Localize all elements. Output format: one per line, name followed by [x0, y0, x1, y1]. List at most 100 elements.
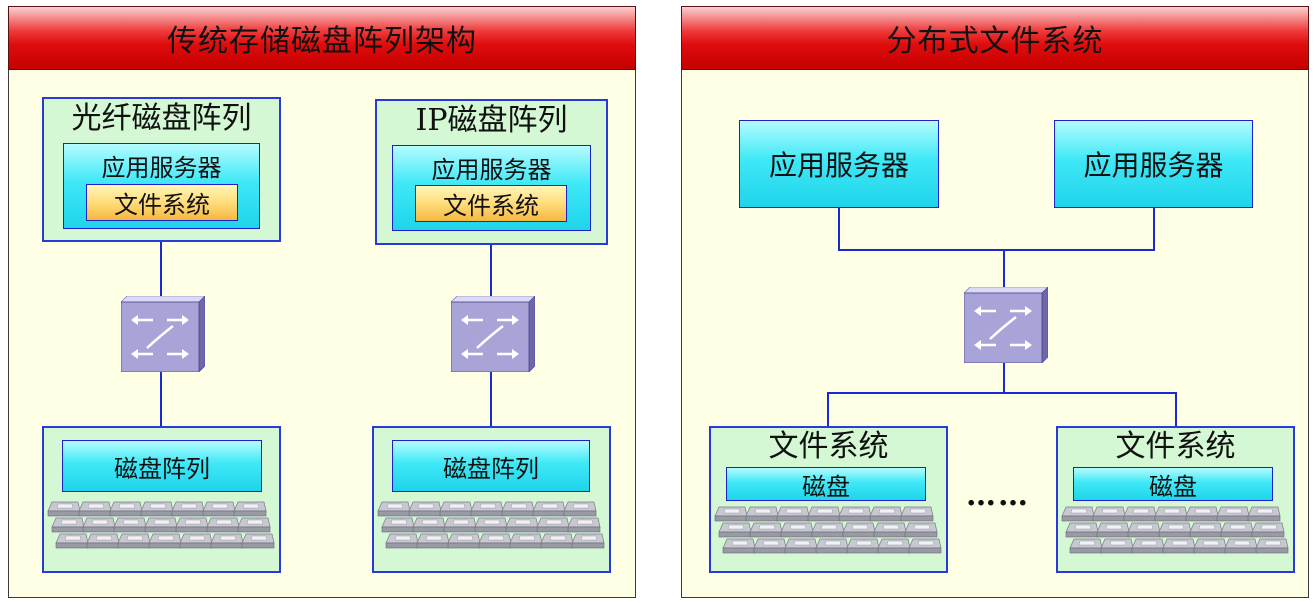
disk-tray [536, 517, 570, 533]
fc-disk-array-title: 光纤磁盘阵列 [71, 101, 252, 136]
disk-stack-node-left-graphic [714, 506, 942, 554]
disk-tray [233, 501, 267, 517]
disk-tray [714, 506, 748, 522]
disk-tray [1216, 506, 1250, 522]
disk-array-box-left: 磁盘阵列 [62, 440, 262, 492]
fs-node-right-disk-box: 磁盘 [1073, 467, 1273, 501]
network-switch-icon [450, 295, 536, 373]
disk-tray [780, 522, 814, 538]
disk-tray [776, 506, 810, 522]
disk-tray [1092, 506, 1126, 522]
disk-tray [540, 533, 574, 549]
disk-tray [815, 538, 849, 554]
traditional-storage-title: 传统存储磁盘阵列架构 [8, 6, 636, 70]
disk-tray [838, 506, 872, 522]
disk-tray [1251, 522, 1285, 538]
disk-tray [241, 533, 275, 549]
disk-tray [82, 517, 116, 533]
disk-tray [505, 517, 539, 533]
disk-tray [501, 501, 535, 517]
disk-tray [567, 517, 601, 533]
ellipsis-more-nodes: …… [966, 478, 1030, 513]
disk-tray [811, 522, 845, 538]
disk-tray [175, 517, 209, 533]
disk-tray [408, 501, 442, 517]
disk-tray [474, 517, 508, 533]
disk-tray [718, 522, 752, 538]
network-switch-icon [963, 286, 1049, 364]
distributed-fs-title: 分布式文件系统 [681, 6, 1309, 70]
fc-file-system-box: 文件系统 [86, 184, 238, 221]
disk-tray [470, 501, 504, 517]
disk-tray [1096, 522, 1130, 538]
disk-tray [412, 517, 446, 533]
disk-tray [745, 506, 779, 522]
disk-tray [51, 517, 85, 533]
disk-stack-node-right-graphic [1061, 506, 1289, 554]
disk-tray [1127, 522, 1161, 538]
fs-node-left-title: 文件系统 [768, 429, 889, 464]
switch-middle-graphic [450, 295, 536, 373]
disk-tray [381, 517, 415, 533]
disk-tray [1162, 538, 1196, 554]
disk-array-box-right: 磁盘阵列 [392, 440, 590, 492]
disk-tray [1154, 506, 1188, 522]
disk-tray [1158, 522, 1192, 538]
disk-tray [900, 506, 934, 522]
disk-tray [873, 522, 907, 538]
disk-tray [171, 501, 205, 517]
disk-tray [237, 517, 271, 533]
disk-tray [86, 533, 120, 549]
ip-file-system-box: 文件系统 [415, 185, 567, 222]
disk-tray [416, 533, 450, 549]
disk-tray [753, 538, 787, 554]
disk-tray [385, 533, 419, 549]
disk-tray [1100, 538, 1134, 554]
disk-tray [869, 506, 903, 522]
disk-tray [447, 533, 481, 549]
disk-tray [571, 533, 605, 549]
disk-tray [1220, 522, 1254, 538]
switch-right-graphic [963, 286, 1049, 364]
ip-disk-array-title: IP磁盘阵列 [415, 103, 568, 138]
disk-tray [47, 501, 81, 517]
disk-tray [1255, 538, 1289, 554]
disk-tray [1189, 522, 1223, 538]
disk-tray [113, 517, 147, 533]
disk-tray [1069, 538, 1103, 554]
disk-tray [179, 533, 213, 549]
network-switch-icon [120, 295, 206, 373]
disk-tray [1224, 538, 1258, 554]
disk-tray [439, 501, 473, 517]
disk-tray [1065, 522, 1099, 538]
app-server-left: 应用服务器 [739, 120, 939, 208]
disk-tray [478, 533, 512, 549]
disk-tray [846, 538, 880, 554]
disk-tray [78, 501, 112, 517]
disk-stack-left-graphic [47, 501, 275, 549]
disk-tray [1061, 506, 1095, 522]
disk-tray [144, 517, 178, 533]
disk-stack-right-graphic [377, 501, 605, 549]
disk-tray [55, 533, 89, 549]
disk-tray [749, 522, 783, 538]
disk-tray [109, 501, 143, 517]
disk-tray [1185, 506, 1219, 522]
disk-tray [210, 533, 244, 549]
app-server-right: 应用服务器 [1054, 120, 1253, 208]
disk-tray [202, 501, 236, 517]
disk-tray [1193, 538, 1227, 554]
fs-node-right-title: 文件系统 [1115, 429, 1236, 464]
disk-tray [532, 501, 566, 517]
disk-tray [206, 517, 240, 533]
disk-tray [842, 522, 876, 538]
fs-node-left-disk-box: 磁盘 [726, 467, 926, 501]
disk-tray [509, 533, 543, 549]
disk-tray [807, 506, 841, 522]
disk-tray [140, 501, 174, 517]
hard-disk-icon [713, 505, 945, 563]
disk-tray [784, 538, 818, 554]
disk-tray [117, 533, 151, 549]
disk-tray [563, 501, 597, 517]
